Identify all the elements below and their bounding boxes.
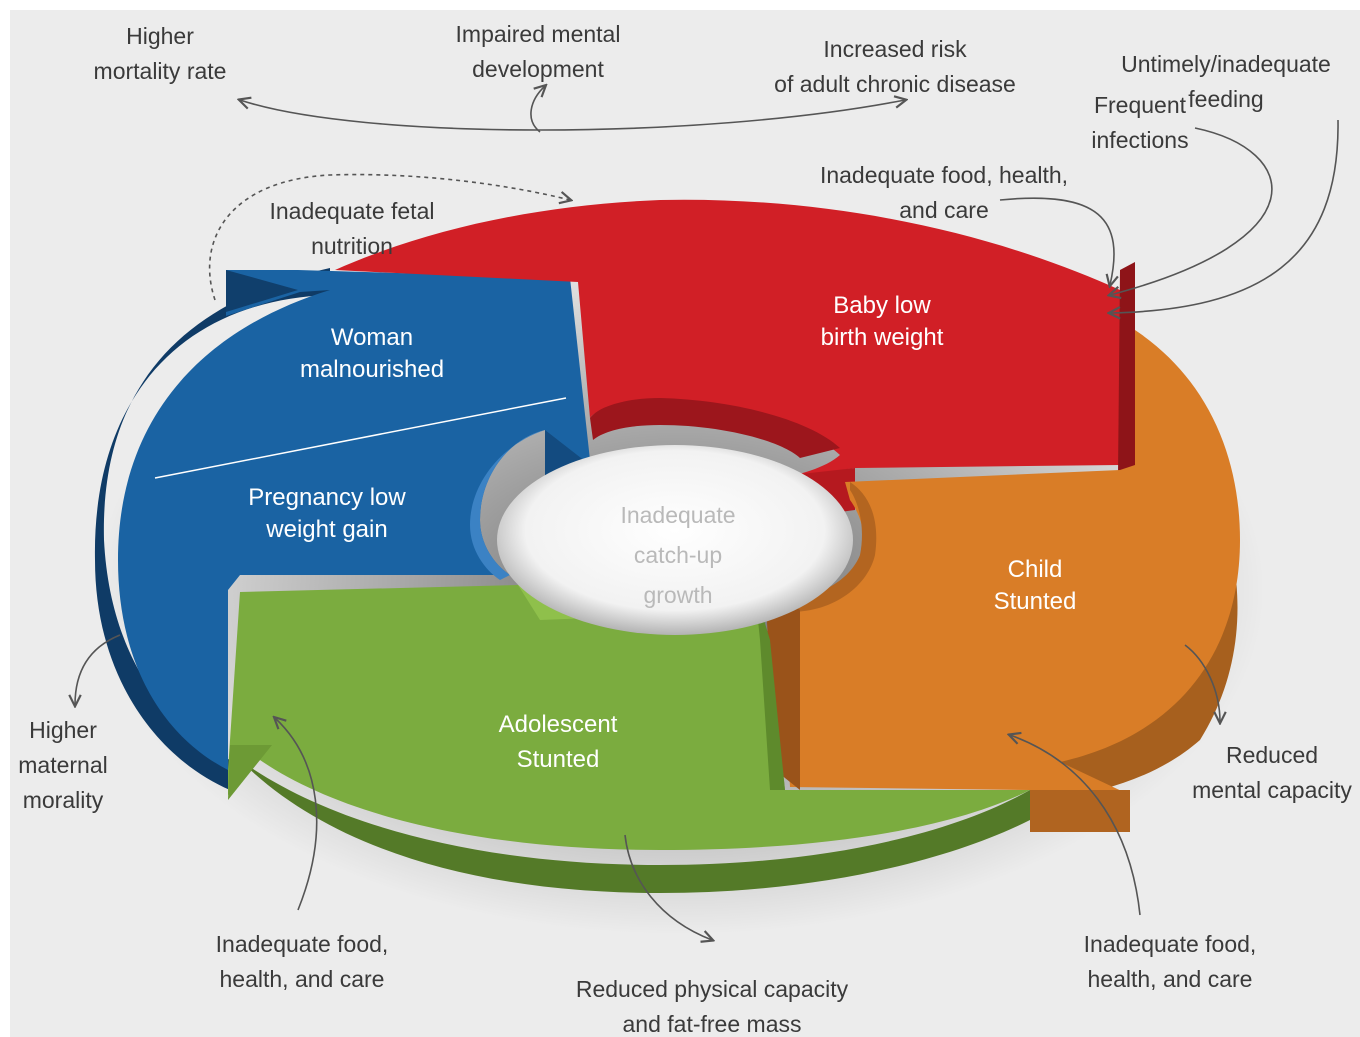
connector-lines — [75, 86, 1339, 940]
label-inadequate-top: Inadequate food, health,and care — [820, 162, 1068, 223]
mental-dev-arrow — [530, 86, 545, 133]
label-inadequate-left: Inadequate food,health, and care — [216, 931, 389, 992]
reduced-physical-arrow — [624, 834, 712, 940]
red-top-face — [335, 199, 1130, 480]
blue-arrow-back — [226, 270, 298, 312]
green-end-wall — [755, 590, 785, 790]
red-inner-wall — [590, 398, 840, 458]
orange-side-wall — [1060, 460, 1238, 798]
untimely-feeding-arrow — [1110, 119, 1339, 313]
maternal-mortality-arrow — [75, 634, 121, 705]
green-top-face — [228, 585, 1030, 850]
label-inadequate-right: Inadequate food,health, and care — [1084, 931, 1257, 992]
green-side-wall — [240, 760, 1030, 893]
reduced-mental-arrow — [1184, 644, 1220, 722]
inadequate-top-arrow — [999, 197, 1114, 285]
orange-inner-wall — [780, 482, 877, 612]
blue-divider — [154, 397, 567, 479]
blue-top-face — [118, 270, 590, 770]
fetal-dotted-arrow — [208, 173, 570, 301]
green-arrow-back — [228, 745, 272, 800]
segment-child — [765, 330, 1240, 832]
red-end-wall — [1118, 262, 1135, 475]
center-hole — [497, 445, 853, 635]
infections-arrow — [1110, 127, 1273, 295]
inadequate-left-arrow — [275, 718, 318, 911]
orange-arrow-head — [1030, 790, 1130, 832]
top-arc-arrow — [240, 100, 905, 131]
inadequate-right-arrow — [1010, 735, 1141, 916]
orange-top-face — [780, 330, 1240, 832]
